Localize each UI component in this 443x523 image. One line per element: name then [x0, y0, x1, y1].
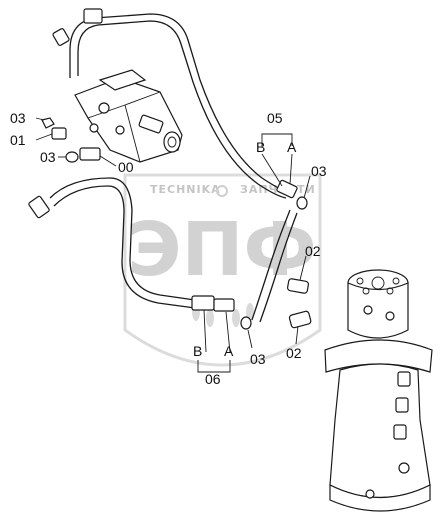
label-05: 05 [267, 110, 283, 126]
watermark-brand-left: TECHNIKA [150, 183, 221, 196]
label-03-left: 03 [40, 149, 56, 165]
watermark-gear-icon [216, 185, 228, 197]
leader-lines [35, 117, 311, 373]
hose-fitting-top [83, 8, 103, 24]
label-port-a-top: A [287, 139, 297, 155]
label-03-bottom: 03 [250, 351, 266, 367]
label-port-b-top: B [256, 139, 265, 155]
label-port-a-bottom: A [224, 343, 234, 359]
watermark: TECHNIKA ЗАПЧАСТИ ЭПФ [123, 173, 322, 367]
label-02-upper: 02 [305, 243, 321, 259]
adapter-fitting-00 [79, 147, 101, 161]
control-valve [74, 69, 183, 163]
swivel-joint [324, 269, 433, 512]
part-labels: 03 01 03 00 05 B A 03 02 02 03 B A 06 [10, 110, 327, 387]
label-02-lower: 02 [286, 345, 302, 361]
elbow-fitting-02-upper [286, 278, 310, 294]
label-port-b-bottom: B [193, 343, 202, 359]
elbow-fitting-02-lower [288, 310, 312, 329]
elbow-fitting-top [52, 28, 70, 46]
label-03-top: 03 [10, 110, 26, 126]
label-00: 00 [118, 159, 134, 175]
o-ring-03-right [296, 196, 308, 210]
label-06: 06 [205, 371, 221, 387]
label-01: 01 [10, 132, 26, 148]
hose-end-fittings [191, 179, 312, 330]
o-ring-03-left [65, 151, 79, 163]
elbow-fitting-01 [51, 127, 67, 140]
label-03-right: 03 [311, 163, 327, 179]
elbow-fitting-left [28, 195, 50, 219]
o-ring-03-bottom [240, 316, 252, 330]
left-fittings [28, 117, 101, 219]
watermark-letters: ЭПФ [127, 207, 317, 293]
hoses [49, 8, 298, 323]
watermark-wheat-icon [192, 303, 254, 327]
